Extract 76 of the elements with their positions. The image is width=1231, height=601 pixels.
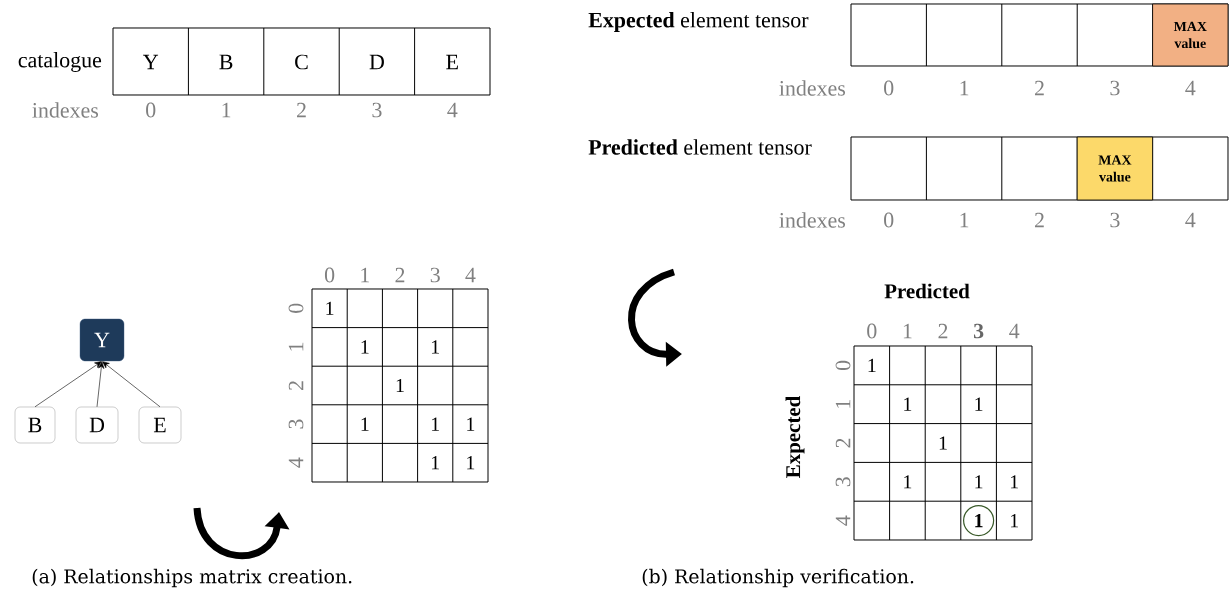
index-number: 3 (372, 102, 382, 118)
index-number: 4 (835, 515, 851, 526)
index-number: 4 (1009, 323, 1020, 339)
index-number: 0 (835, 360, 851, 371)
cell-letter: Y (143, 54, 159, 70)
cell-value: 1 (361, 340, 369, 354)
cell-letter: E (446, 54, 458, 70)
cell-value: 1 (432, 340, 439, 354)
index-number: 2 (835, 438, 851, 448)
table-heading: Expected element tensor (588, 12, 809, 32)
index-number: 1 (960, 80, 969, 96)
cell-value: 1 (361, 417, 369, 431)
index-number: 2 (938, 323, 948, 339)
index-number: 4 (447, 102, 458, 118)
index-number: 0 (884, 80, 894, 96)
axis-title: Expected (785, 395, 805, 478)
index-number: 0 (324, 267, 335, 283)
index-number: 0 (884, 212, 894, 228)
index-number: 4 (465, 267, 476, 283)
index-label: indexes (779, 80, 845, 96)
index-number: 1 (288, 342, 304, 351)
cell-value: 1 (326, 301, 334, 315)
index-label: indexes (32, 102, 99, 118)
table-heading: catalogue (18, 52, 102, 72)
arrow (34, 361, 102, 408)
cell-value: 1 (975, 475, 983, 489)
index-number: 1 (361, 267, 369, 283)
cell-value: 1 (904, 475, 912, 489)
cell-value: 1 (432, 456, 439, 470)
index-number: 0 (867, 323, 877, 339)
index-number: 3 (288, 419, 304, 429)
index-number: 1 (903, 323, 912, 339)
index-label: indexes (779, 212, 845, 228)
max-value-cell: MAX value (1152, 3, 1229, 67)
index-number: 1 (960, 212, 969, 228)
child-node: E (138, 406, 182, 444)
index-number: 4 (1185, 212, 1196, 228)
max-value-cell: MAX value (1076, 136, 1153, 201)
caption: (b) Relationship verification. (642, 568, 914, 588)
cell-letter: B (219, 54, 233, 70)
cell-value: 1 (432, 417, 439, 431)
index-number: 2 (1035, 80, 1044, 96)
cell-value: 1 (939, 436, 947, 450)
cell-value: 1 (975, 397, 983, 411)
index-number: 3 (1110, 80, 1120, 96)
arrow (96, 361, 105, 408)
cell-value: 1 (975, 514, 983, 528)
index-number: 3 (973, 323, 984, 339)
index-number: 0 (146, 102, 156, 118)
child-node: D (75, 406, 119, 444)
index-number: 3 (835, 477, 851, 487)
arrow (102, 361, 161, 408)
index-number: 2 (297, 102, 306, 118)
cell-value: 1 (1010, 514, 1018, 528)
index-number: 2 (288, 381, 304, 390)
cell-value: 1 (396, 378, 404, 393)
table-heading: Predicted element tensor (588, 139, 812, 155)
child-node: B (14, 406, 56, 444)
index-number: 2 (1035, 212, 1044, 228)
cell-value: 1 (1010, 475, 1018, 489)
cell-value: 1 (467, 417, 475, 431)
index-number: 0 (288, 303, 304, 313)
index-number: 2 (395, 267, 405, 283)
axis-title: Predicted (884, 283, 970, 299)
cell-value: 1 (868, 358, 876, 372)
index-number: 4 (288, 457, 304, 468)
caption: (a) Relationships matrix creation. (32, 568, 352, 588)
cell-value: 1 (467, 456, 475, 470)
cell-letter: C (295, 54, 308, 70)
index-number: 1 (835, 400, 851, 408)
root-node: Y (79, 318, 125, 362)
cell-letter: D (369, 54, 384, 70)
cell-value: 1 (904, 397, 912, 411)
index-number: 4 (1185, 80, 1196, 96)
index-number: 1 (222, 102, 231, 118)
index-number: 3 (430, 267, 440, 283)
